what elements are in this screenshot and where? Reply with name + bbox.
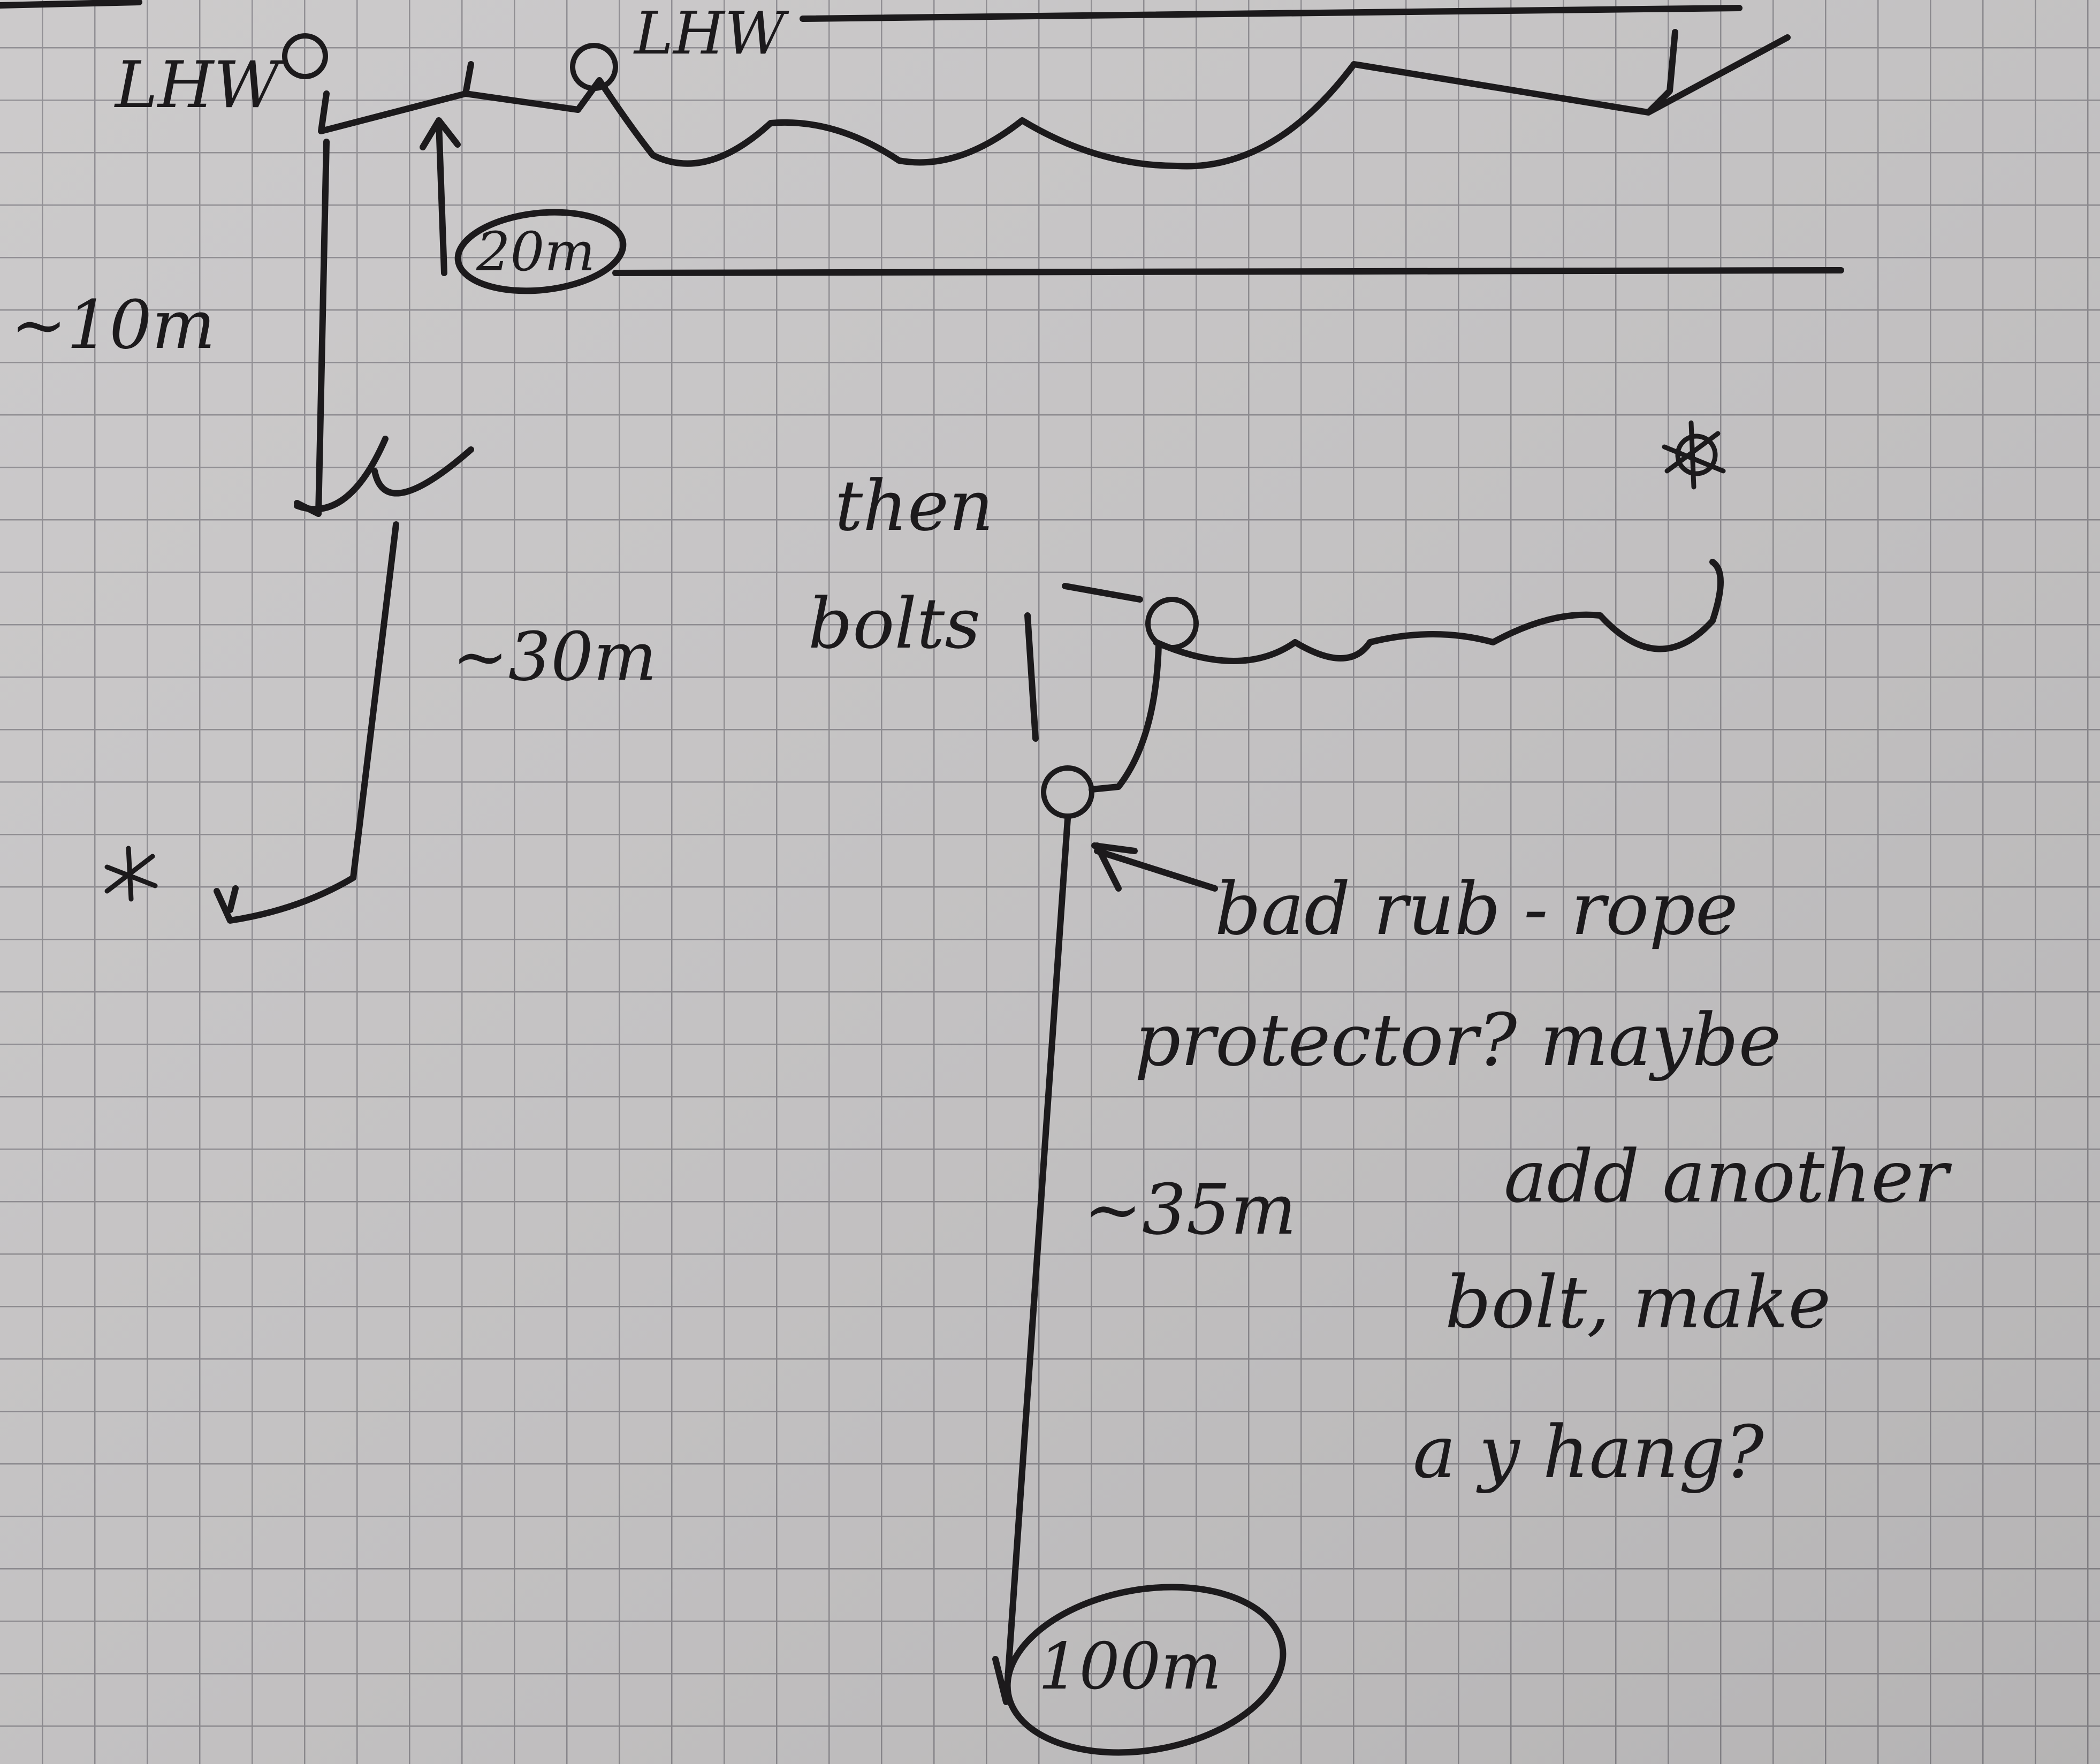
rope-to-lower-anchor xyxy=(1089,642,1162,793)
bolts-pointer-arrow xyxy=(1024,583,1143,742)
arrow-20m xyxy=(420,117,461,276)
star-mark-upper-right xyxy=(1662,420,1726,490)
circle-20m xyxy=(454,209,627,294)
upper-traverse-rope xyxy=(318,29,1791,170)
note-line-5: a y hang? xyxy=(1413,1410,1764,1494)
top-surface-line xyxy=(800,5,1743,22)
label-bolts: bolts xyxy=(808,583,980,664)
anchor-ring-lhw-right xyxy=(570,43,618,91)
label-10m: ~10m xyxy=(11,286,215,364)
label-lhw-left: LHW xyxy=(114,48,284,123)
small-arrow-tick xyxy=(227,885,239,913)
second-drop-rope xyxy=(214,521,399,924)
label-then: then xyxy=(835,465,994,546)
anchor-ring-bolt-upper xyxy=(1145,597,1199,650)
long-drop-rope xyxy=(992,816,1071,1705)
rub-note-arrow xyxy=(1094,848,1218,892)
right-traverse-rope xyxy=(1153,559,1724,664)
note-line-1: bad rub - rope xyxy=(1215,867,1738,951)
star-mark-left xyxy=(104,846,158,902)
rebelay-knot xyxy=(294,436,474,513)
note-line-3: add another xyxy=(1504,1135,1952,1219)
label-20m: 20m xyxy=(476,221,595,283)
label-35m: ~35m xyxy=(1084,1169,1297,1250)
note-line-2: protector? maybe xyxy=(1135,998,1781,1082)
top-edge-line xyxy=(0,0,142,9)
label-100m: 100m xyxy=(1038,1630,1222,1704)
anchor-ring-bolt-lower xyxy=(1041,765,1094,819)
label-30m: ~30m xyxy=(452,618,657,696)
anchor-ring-lhw-left xyxy=(282,33,328,79)
label-lhw-right: LHW xyxy=(633,0,789,67)
lower-surface-line xyxy=(612,267,1844,276)
circle-100m xyxy=(1004,1584,1287,1756)
note-line-4: bolt, make xyxy=(1445,1260,1831,1344)
